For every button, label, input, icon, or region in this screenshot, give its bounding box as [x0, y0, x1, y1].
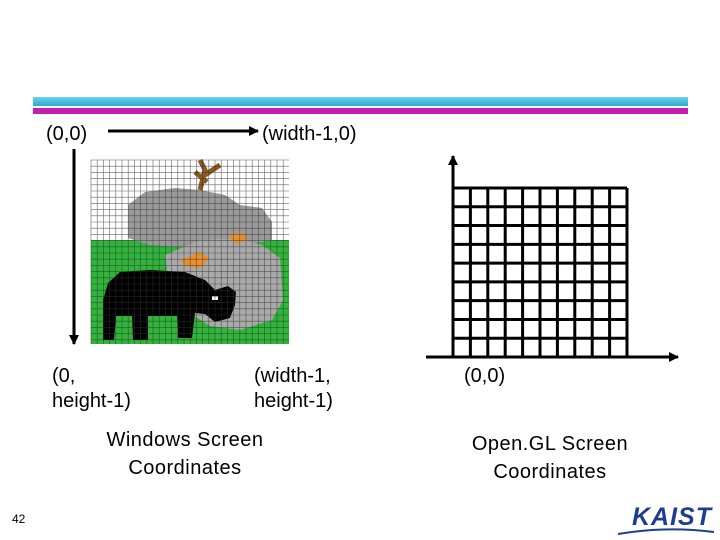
windows-bottom-left-label: (0, height-1) [52, 364, 131, 414]
opengl-caption: Open.GL Screen Coordinates [445, 430, 655, 486]
windows-top-right-label: (width-1,0) [262, 122, 356, 147]
kaist-logo-swoosh [618, 526, 714, 536]
windows-bottom-right-label: (width-1, height-1) [254, 364, 333, 414]
opengl-origin-label: (0,0) [464, 364, 505, 389]
page-number: 42 [12, 512, 25, 526]
windows-origin-label: (0,0) [46, 122, 87, 147]
opengl-grid [453, 188, 627, 357]
windows-caption: Windows Screen Coordinates [80, 426, 290, 482]
